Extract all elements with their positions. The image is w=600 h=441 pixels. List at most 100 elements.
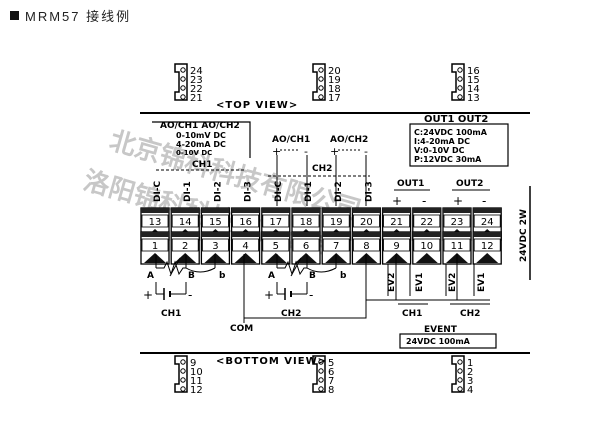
event-wiring: EV2 EV1 EV2 EV1 CH1 CH2 (365, 254, 490, 319)
out-spec-box: OUT1 OUT2 C:24VDC 100mA I:4-20mA DC V:0-… (409, 114, 509, 167)
bottom-pin-dot (180, 377, 186, 383)
top-view-label: <TOP VIEW> (216, 100, 298, 111)
bottom-terminal-6: 6 (291, 231, 321, 265)
bottom-pin-number: 1 (467, 358, 473, 369)
page-title: MRM57 接线例 (10, 6, 131, 25)
bottom-terminal-7: 7 (321, 231, 351, 265)
top-terminal-number: 18 (300, 217, 313, 228)
bottom-terminal-number: 1 (152, 241, 158, 252)
rtd-ch1: A B b + - CH1 (143, 254, 226, 319)
top-terminal-number: 21 (390, 217, 403, 228)
bottom-pin-dot (318, 359, 324, 365)
ev-ch1-label: CH1 (402, 309, 422, 319)
bottom-pin-number: 4 (467, 385, 473, 396)
ao-box-line-3: 0-10V DC (176, 149, 212, 157)
bottom-pin-number: 3 (467, 376, 473, 387)
top-pin-number: 21 (190, 93, 203, 104)
top-pin-dot (457, 94, 463, 100)
rtd-ch2-a: A (268, 271, 275, 281)
top-pin-number: 13 (467, 93, 480, 104)
out1-minus: - (422, 194, 426, 208)
bottom-terminal-number: 4 (242, 241, 248, 252)
di-label: DI-2 (334, 181, 344, 202)
ao-ch2-plus: + (330, 145, 339, 158)
di-labels: DI-C DI-1 DI-2 DI-3 DI-C DI-1 DI-2 DI-3 (153, 180, 374, 202)
out-box-line-1: C:24VDC 100mA (414, 128, 488, 137)
ch1-bottom-label: CH1 (161, 309, 181, 319)
ao-box-header: AO/CH1 AO/CH2 (160, 121, 240, 131)
ch2-bottom-label: CH2 (281, 309, 301, 319)
bottom-terminal-10: 10 (412, 231, 442, 265)
ch2-top-label: CH2 (312, 164, 332, 174)
ao-ch1-minus: - (304, 145, 308, 158)
ev1-ch1-label: EV1 (415, 273, 425, 292)
ao-spec-box: AO/CH1 AO/CH2 0-10mV DC 4-20mA DC 0-10V … (152, 121, 251, 158)
top-pin-dot (180, 94, 186, 100)
bottom-pin-number: 2 (467, 367, 473, 378)
rtd-ch2: A B b + - CH2 (264, 254, 347, 319)
bottom-pin-dot (457, 368, 463, 374)
top-pin-dot (318, 76, 324, 82)
out-box-header: OUT1 OUT2 (424, 114, 488, 125)
di-label: DI-1 (304, 181, 314, 202)
out-box-line-4: P:12VDC 30mA (414, 155, 482, 164)
bottom-pin-number: 5 (328, 358, 334, 369)
top-pin-dot (318, 67, 324, 73)
di-label: DI-3 (364, 181, 374, 202)
bottom-terminal-number: 3 (212, 241, 218, 252)
bottom-view-label: <BOTTOM VIEW> (216, 356, 327, 367)
bottom-pin-number: 11 (190, 376, 203, 387)
top-terminal-number: 16 (239, 217, 252, 228)
top-terminal-18: 18 (291, 207, 321, 241)
top-pin-dot (457, 76, 463, 82)
out2-plus: + (453, 194, 463, 208)
top-pin-dot (318, 94, 324, 100)
title-text: MRM57 接线例 (25, 9, 132, 24)
di-label: DI-C (153, 180, 163, 202)
rtd-ch2-small-b: b (340, 271, 347, 281)
out1-label: OUT1 (397, 179, 424, 189)
bottom-terminal-number: 11 (451, 241, 464, 252)
top-pin-dot (180, 67, 186, 73)
ch1-top-label: CH1 (192, 160, 212, 170)
ch2-thermo-minus: - (309, 288, 313, 302)
bottom-pin-number: 6 (328, 367, 334, 378)
ev-ch2-label: CH2 (460, 309, 480, 319)
ao-box-line-2: 4-20mA DC (176, 140, 226, 149)
com-label: COM (230, 324, 253, 334)
ev2-ch2-label: EV2 (448, 273, 458, 292)
top-pin-dot (180, 85, 186, 91)
top-pin-dot (457, 85, 463, 91)
ao-ch2-minus: - (364, 145, 368, 158)
rtd-ch1-a: A (147, 271, 154, 281)
ao-ch1-plus: + (272, 145, 281, 158)
di-label: DI-2 (213, 181, 223, 202)
bottom-pin-dot (457, 377, 463, 383)
top-terminal-number: 20 (360, 217, 373, 228)
bottom-pin-dot (180, 359, 186, 365)
bottom-terminal-number: 10 (420, 241, 433, 252)
out2-label: OUT2 (456, 179, 483, 189)
ev1-ch2-label: EV1 (477, 273, 487, 292)
bottom-terminal-number: 6 (303, 241, 309, 252)
top-terminal-number: 19 (330, 217, 343, 228)
di-label: DI-C (274, 180, 284, 202)
top-terminal-number: 17 (269, 217, 282, 228)
top-pin-number: 23 (190, 75, 203, 86)
event-box: EVENT 24VDC 100mA (399, 325, 497, 349)
out2-minus: - (482, 194, 486, 208)
ch2-thermo-plus: + (264, 288, 274, 302)
bottom-terminal-number: 5 (273, 241, 279, 252)
bottom-terminal-number: 2 (182, 241, 188, 252)
top-pin-number: 16 (467, 66, 480, 77)
bottom-terminal-11: 11 (442, 231, 472, 265)
di-label: DI-3 (244, 181, 254, 202)
di-label: DI-1 (183, 181, 193, 202)
bottom-terminal-number: 12 (481, 241, 494, 252)
bottom-pin-number: 12 (190, 385, 203, 396)
